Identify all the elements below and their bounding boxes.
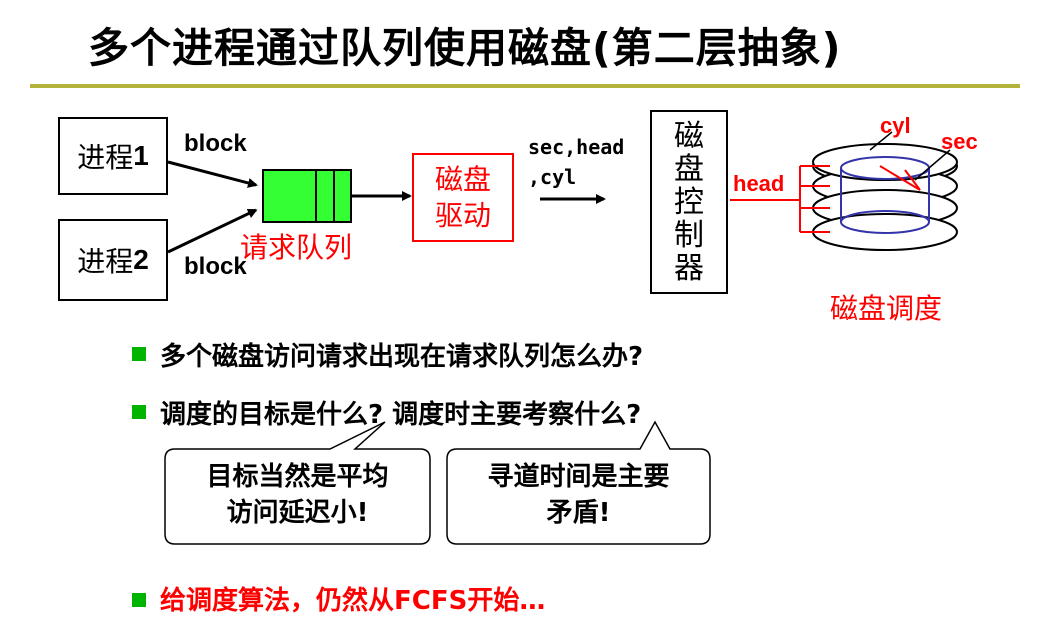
bullet-marker bbox=[132, 405, 146, 419]
bullet-text-1: 多个磁盘访问请求出现在请求队列怎么办? bbox=[160, 342, 644, 372]
controller-char: 磁 bbox=[674, 118, 704, 154]
driver-line-2: 驱动 bbox=[434, 198, 491, 232]
controller-char: 制 bbox=[674, 217, 704, 253]
controller-char: 盘 bbox=[674, 151, 704, 187]
disk-caption: 磁盘调度 bbox=[830, 292, 943, 325]
callout-right: 寻道时间是主要 矛盾! bbox=[447, 459, 710, 531]
arrow-p1-to-queue bbox=[167, 160, 258, 188]
callout-left-shape bbox=[164, 421, 431, 545]
disk-driver-box: 磁盘 驱动 bbox=[412, 153, 514, 242]
block-label-top: block bbox=[184, 130, 247, 157]
disk-label-head: head bbox=[733, 171, 785, 196]
request-queue bbox=[262, 169, 352, 223]
disk-label-cyl: cyl bbox=[880, 113, 911, 138]
disk-label-sec: sec bbox=[941, 129, 978, 154]
bullet-marker bbox=[132, 347, 146, 361]
callout-left: 目标当然是平均 访问延迟小! bbox=[165, 459, 430, 531]
arrow-p2-to-queue bbox=[167, 208, 258, 254]
process-1-label: 进程 bbox=[77, 141, 134, 174]
queue-label: 请求队列 bbox=[240, 231, 353, 264]
block-label-bottom: block bbox=[184, 253, 247, 280]
callout-right-line-2: 矛盾! bbox=[546, 498, 611, 528]
process-2-num: 2 bbox=[133, 244, 149, 275]
controller-char: 器 bbox=[674, 250, 704, 286]
controller-char: 控 bbox=[674, 184, 704, 220]
callout-right-shape bbox=[446, 420, 711, 545]
bullet-text-3: 给调度算法，仍然从FCFS开始… bbox=[160, 586, 546, 616]
disk-icon bbox=[730, 131, 958, 251]
process-1-num: 1 bbox=[133, 140, 149, 171]
callout-right-line-1: 寻道时间是主要 bbox=[487, 462, 670, 492]
callout-left-line-1: 目标当然是平均 bbox=[206, 462, 389, 492]
params-line-2: ,cyl bbox=[528, 165, 577, 189]
driver-line-1: 磁盘 bbox=[434, 162, 491, 196]
title-divider bbox=[30, 84, 1020, 88]
bullet-marker bbox=[132, 593, 146, 607]
callout-left-line-2: 访问延迟小! bbox=[226, 498, 369, 528]
bullet-text-2: 调度的目标是什么? 调度时主要考察什么? bbox=[160, 400, 642, 430]
disk-controller-box: 磁 盘 控 制 器 bbox=[650, 110, 728, 294]
page-title: 多个进程通过队列使用磁盘(第二层抽象) bbox=[88, 24, 842, 72]
process-2-label: 进程 bbox=[77, 245, 134, 278]
params-line-1: sec,head bbox=[528, 135, 625, 159]
